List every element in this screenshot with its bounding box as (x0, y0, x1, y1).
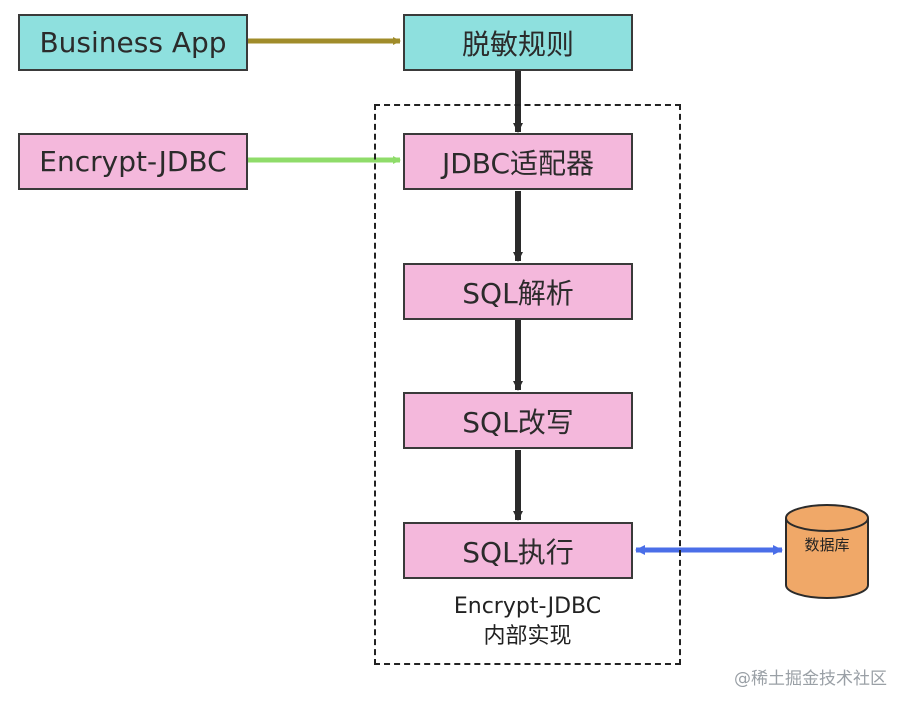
group-label: Encrypt-JDBC 内部实现 (374, 592, 681, 652)
database-label: 数据库 (804, 536, 850, 554)
sql-parse-node: SQL解析 (403, 263, 633, 320)
database-cylinder-icon (785, 504, 869, 599)
sql-rewrite-node: SQL改写 (403, 392, 633, 449)
encrypt-jdbc-internal-group (374, 104, 681, 665)
group-label-line1: Encrypt-JDBC (453, 594, 602, 619)
masking-rules-node: 脱敏规则 (403, 14, 633, 71)
group-label-line2: 内部实现 (483, 624, 572, 649)
sql-execute-node: SQL执行 (403, 522, 633, 579)
jdbc-adapter-node: JDBC适配器 (403, 133, 633, 190)
watermark: @稀土掘金技术社区 (734, 669, 887, 689)
business-app-node: Business App (18, 14, 248, 71)
encrypt-jdbc-node: Encrypt-JDBC (18, 133, 248, 190)
